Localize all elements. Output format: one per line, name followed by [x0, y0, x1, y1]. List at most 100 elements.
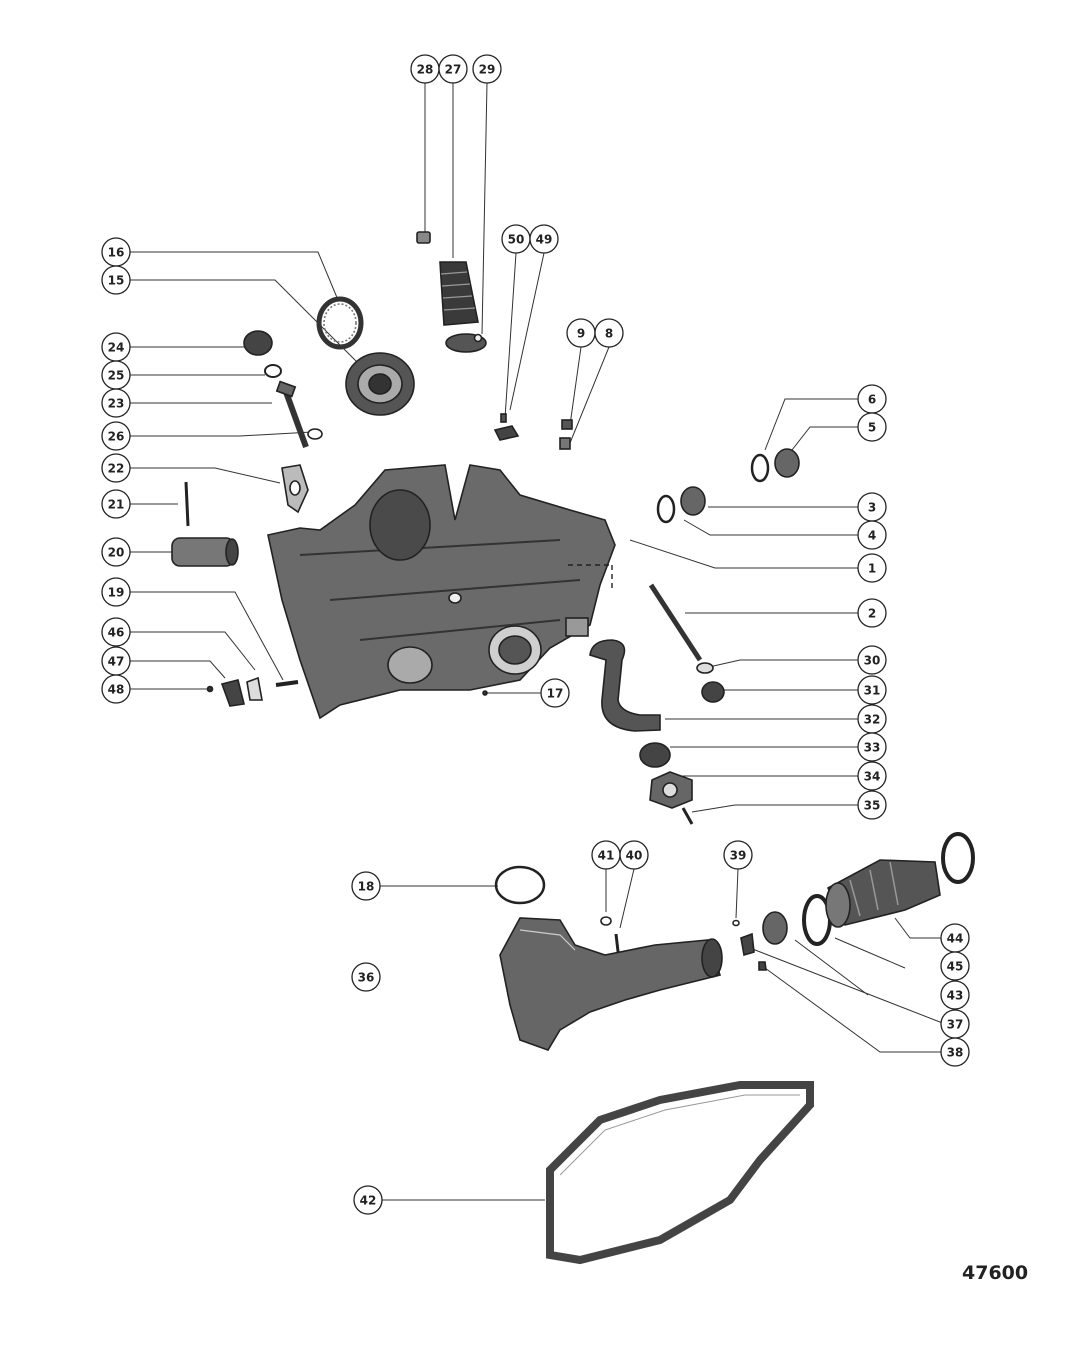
part-6-seal: [750, 453, 770, 483]
part-30-washer: [696, 662, 714, 674]
svg-text:24: 24: [108, 341, 125, 355]
part-33-grommet: [639, 742, 671, 768]
part-44-exhaust-bellows: [826, 859, 941, 926]
callout-6: 6: [857, 384, 887, 414]
svg-text:48: 48: [108, 683, 125, 697]
svg-text:6: 6: [868, 393, 876, 407]
callout-8: 8: [594, 318, 624, 348]
part-31-nut: [701, 681, 725, 703]
svg-text:36: 36: [358, 971, 375, 985]
svg-text:26: 26: [108, 430, 125, 444]
part-42-gasket: [546, 1081, 814, 1265]
svg-text:29: 29: [479, 63, 496, 77]
callout-38: 38: [940, 1037, 970, 1067]
callout-44: 44: [940, 923, 970, 953]
svg-text:2: 2: [868, 607, 876, 621]
svg-text:3: 3: [868, 501, 876, 515]
part-43-flapper: [762, 911, 788, 945]
callout-30: 30: [857, 645, 887, 675]
svg-text:28: 28: [417, 63, 434, 77]
svg-text:32: 32: [864, 713, 881, 727]
part-3-bushing: [680, 486, 706, 516]
part-24-plug: [243, 330, 273, 356]
svg-text:35: 35: [864, 799, 881, 813]
part-21-pin: [184, 481, 190, 527]
svg-text:20: 20: [108, 546, 125, 560]
part-41-washer: [600, 916, 612, 926]
svg-text:44: 44: [947, 932, 964, 946]
svg-text:17: 17: [547, 687, 564, 701]
svg-text:37: 37: [947, 1018, 964, 1032]
part-50-screw: [500, 413, 507, 423]
svg-text:50: 50: [508, 233, 525, 247]
part-8-washer: [559, 437, 571, 450]
svg-text:23: 23: [108, 397, 125, 411]
callout-39: 39: [723, 840, 753, 870]
callout-34: 34: [857, 761, 887, 791]
callout-27: 27: [438, 54, 468, 84]
part-47-fitting: [220, 679, 245, 707]
part-49-bracket: [493, 425, 520, 441]
callout-48: 48: [101, 674, 131, 704]
part-35-screw: [681, 807, 694, 825]
callout-41: 41: [591, 840, 621, 870]
callout-4: 4: [857, 520, 887, 550]
callout-5: 5: [857, 412, 887, 442]
parts: [171, 231, 975, 1265]
callout-3: 3: [857, 492, 887, 522]
callout-29: 29: [472, 54, 502, 84]
callout-33: 33: [857, 732, 887, 762]
callout-22: 22: [101, 453, 131, 483]
part-38-nut: [758, 961, 767, 971]
svg-text:22: 22: [108, 462, 125, 476]
callout-50: 50: [501, 224, 531, 254]
callout-23: 23: [101, 388, 131, 418]
part-20-sleeve: [171, 537, 235, 567]
callout-37: 37: [940, 1009, 970, 1039]
callout-25: 25: [101, 360, 131, 390]
callout-45: 45: [940, 951, 970, 981]
callout-35: 35: [857, 790, 887, 820]
svg-text:46: 46: [108, 626, 125, 640]
leader-lines: [130, 82, 946, 1201]
callout-15: 15: [101, 265, 131, 295]
svg-text:38: 38: [947, 1046, 964, 1060]
callout-24: 24: [101, 332, 131, 362]
svg-text:42: 42: [360, 1194, 377, 1208]
part-37-bracket: [740, 932, 755, 957]
callout-17: 17: [540, 678, 570, 708]
svg-text:40: 40: [626, 849, 643, 863]
svg-text:27: 27: [445, 63, 462, 77]
part-26-washer: [307, 428, 323, 440]
svg-text:5: 5: [868, 421, 876, 435]
callout-9: 9: [566, 318, 596, 348]
svg-text:16: 16: [108, 246, 125, 260]
part-27-bellows-boot: [439, 261, 479, 326]
callout-42: 42: [353, 1185, 383, 1215]
part-18-o-ring: [494, 865, 546, 905]
svg-text:39: 39: [730, 849, 747, 863]
part-28-nut: [416, 231, 431, 244]
svg-text:18: 18: [358, 880, 375, 894]
svg-text:1: 1: [868, 562, 876, 576]
part-2-stud: [648, 583, 703, 662]
callout-32: 32: [857, 704, 887, 734]
callout-20: 20: [101, 537, 131, 567]
callout-2: 2: [857, 598, 887, 628]
callout-16: 16: [101, 237, 131, 267]
callout-19: 19: [101, 577, 131, 607]
callout-18: 18: [351, 871, 381, 901]
svg-text:30: 30: [864, 654, 881, 668]
svg-text:19: 19: [108, 586, 125, 600]
callout-49: 49: [529, 224, 559, 254]
svg-text:9: 9: [577, 327, 585, 341]
part-9-nut: [561, 419, 573, 430]
svg-text:34: 34: [864, 770, 881, 784]
svg-text:41: 41: [598, 849, 615, 863]
callouts: 28 27 29 50 49 9 8 16 15 24 25 23 26 22 …: [101, 54, 970, 1215]
part-23-bolt: [283, 390, 309, 449]
callout-40: 40: [619, 840, 649, 870]
callout-1: 1: [857, 553, 887, 583]
callout-47: 47: [101, 646, 131, 676]
